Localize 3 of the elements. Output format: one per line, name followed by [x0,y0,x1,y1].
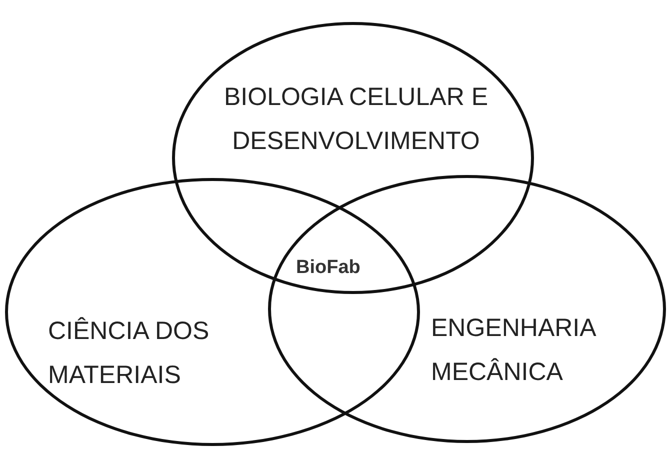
set-label: CIÊNCIA DOS MATERIAIS [48,316,210,391]
set-label: BIOLOGIA CELULAR E DESENVOLVIMENTO [223,82,489,157]
set-label: ENGENHARIA MECÂNICA [431,313,597,388]
